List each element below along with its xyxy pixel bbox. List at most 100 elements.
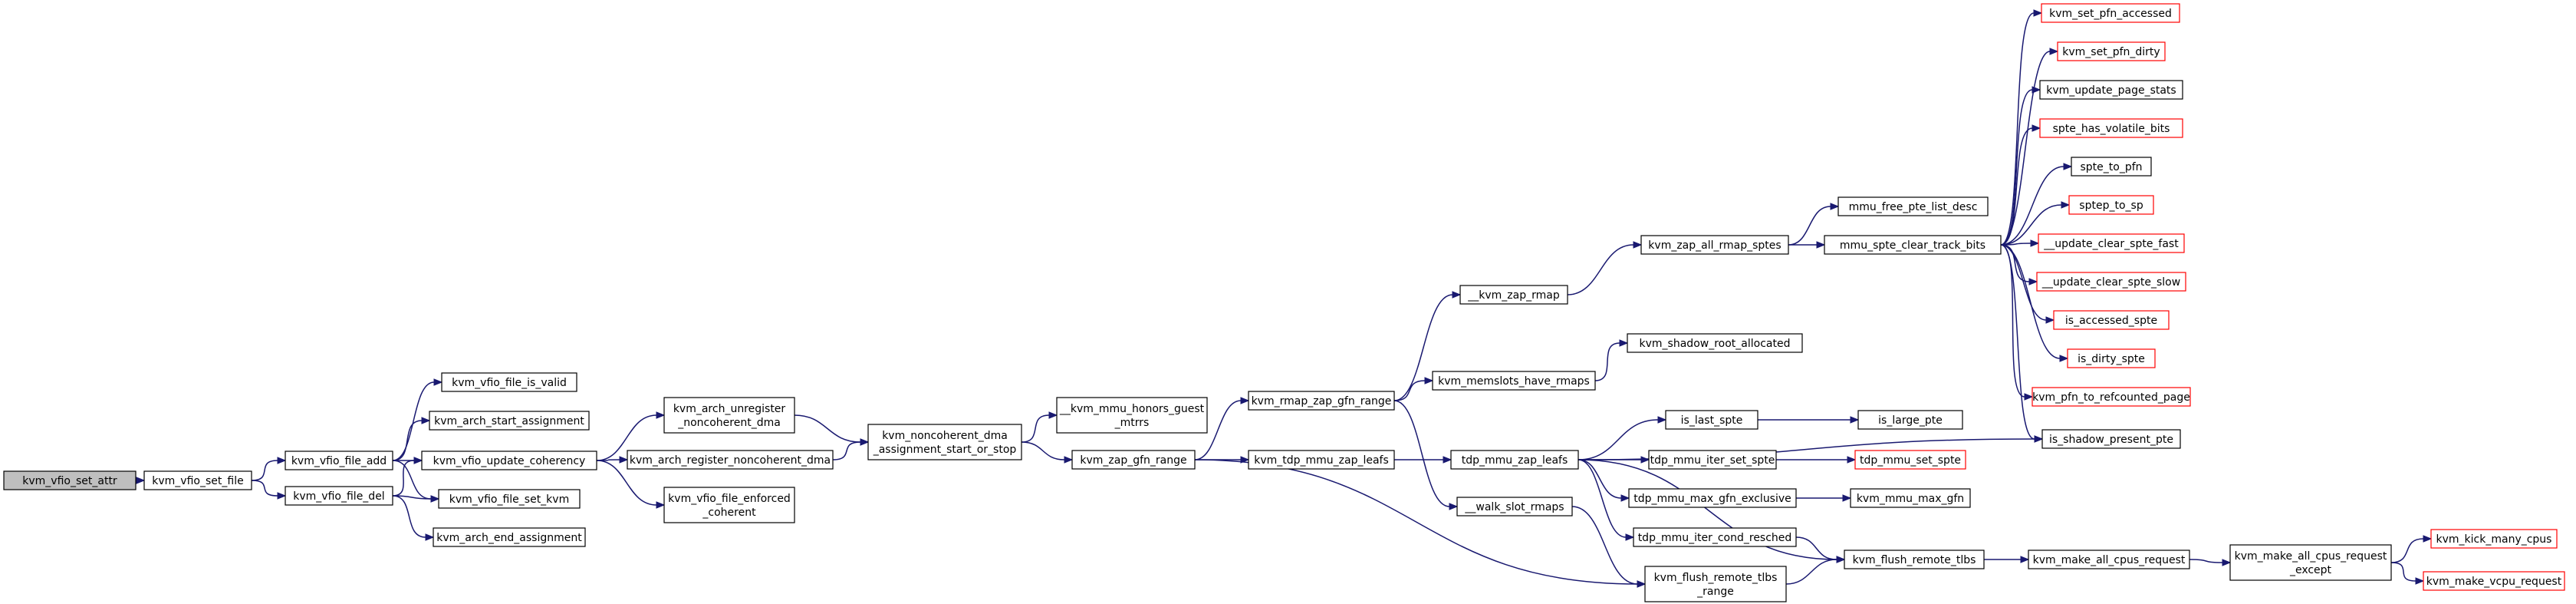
call-edge-make_all-to-make_all_exc (2189, 559, 2232, 566)
function-node-tdp_set[interactable]: tdp_mmu_set_spte (1854, 450, 1966, 470)
function-node-walk_slot[interactable]: __walk_slot_rmaps (1456, 497, 1573, 517)
call-edge-tdp_zap_leafs2-to-is_last (1578, 416, 1667, 460)
call-graph-nodes: kvm_vfio_set_attr kvm_vfio_set_file kvm_vf… (3, 3, 2565, 602)
function-node-start_assign[interactable]: kvm_arch_start_assignment (429, 411, 590, 431)
function-node-flush_tlbs[interactable]: kvm_flush_remote_tlbs (1844, 550, 1985, 569)
function-node-update_coh[interactable]: kvm_vfio_update_coherency (421, 451, 597, 470)
function-node-spte_pfn[interactable]: spte_to_pfn (2071, 157, 2152, 177)
function-node-cond_resched[interactable]: tdp_mmu_iter_cond_resched (1633, 527, 1797, 547)
call-edge-unreg_nc-to-nc_dma (794, 414, 870, 446)
function-node-honors[interactable]: __kvm_mmu_honors_guest_mtrrs (1056, 397, 1208, 434)
call-edge-flush_tlbs-to-make_all (1984, 556, 2030, 563)
function-node-free_pte[interactable]: mmu_free_pte_list_desc (1837, 196, 1989, 216)
function-node-make_all[interactable]: kvm_make_all_cpus_request (2028, 550, 2190, 569)
call-edge-set_file-to-file_add (251, 457, 287, 481)
function-node-label: kvm_vfio_file_enforced (668, 493, 791, 505)
function-node-max_gfn[interactable]: kvm_mmu_max_gfn (1850, 488, 1971, 508)
function-node-label: kvm_vfio_file_is_valid (452, 377, 567, 389)
call-graph-edges (129, 9, 2433, 588)
function-node-unreg_nc[interactable]: kvm_arch_unregister_noncoherent_dma (663, 397, 795, 434)
function-node-end_assign[interactable]: kvm_arch_end_assignment (433, 527, 586, 547)
function-node-file_del[interactable]: kvm_vfio_file_del (285, 486, 393, 506)
function-node-enforced[interactable]: kvm_vfio_file_enforced_coherent (663, 487, 795, 523)
function-node-pfn_accessed[interactable]: kvm_set_pfn_accessed (2041, 3, 2180, 23)
function-node-make_vcpu[interactable]: kvm_make_vcpu_request (2423, 571, 2565, 591)
call-edge-kvm_zap_rmap-to-zap_all_rmap (1567, 241, 1643, 295)
call-edge-update_coh-to-unreg_nc (596, 411, 666, 461)
call-edge-is_last-to-is_large (1758, 416, 1860, 424)
call-edge-make_all_exc-to-make_vcpu (2390, 562, 2425, 585)
function-node-file_add[interactable]: kvm_vfio_file_add (285, 451, 393, 470)
function-node-label: tdp_mmu_iter_set_spte (1650, 454, 1775, 467)
function-node-dirty[interactable]: is_dirty_spte (2067, 348, 2156, 368)
call-edge-max_gfn_excl-to-max_gfn (1796, 494, 1852, 502)
call-edge-clear_track-to-spte_pfn (2000, 163, 2073, 246)
call-edge-zap_all_rmap-to-clear_track (1788, 241, 1826, 249)
function-node-zap_all_rmap[interactable]: kvm_zap_all_rmap_sptes (1640, 235, 1789, 255)
function-node-iter_set[interactable]: tdp_mmu_iter_set_spte (1648, 450, 1777, 470)
function-node-label: __kvm_zap_rmap (1467, 289, 1560, 302)
function-node-label: kvm_vfio_file_set_kvm (449, 493, 569, 506)
function-node-label: mmu_free_pte_list_desc (1849, 201, 1978, 213)
function-node-label: __walk_slot_rmaps (1464, 501, 1564, 513)
function-node-label: __update_clear_spte_slow (2041, 276, 2180, 289)
function-node-label: kvm_pfn_to_refcounted_page (2032, 391, 2190, 404)
function-node-reg_nc[interactable]: kvm_arch_register_noncoherent_dma (627, 450, 834, 470)
function-node-set_kvm[interactable]: kvm_vfio_file_set_kvm (438, 489, 581, 509)
function-node-max_gfn_excl[interactable]: tdp_mmu_max_gfn_exclusive (1628, 488, 1797, 508)
function-node-is_last[interactable]: is_last_spte (1665, 410, 1758, 430)
function-node-pfn_dirty[interactable]: kvm_set_pfn_dirty (2057, 41, 2166, 61)
function-node-set_attr[interactable]: kvm_vfio_set_attr (3, 470, 137, 490)
call-edge-file_del-to-set_kvm (392, 495, 440, 503)
function-node-label: __kvm_mmu_honors_guest (1059, 403, 1205, 415)
function-node-kick_many[interactable]: kvm_kick_many_cpus (2430, 529, 2558, 549)
function-node-label: kvm_flush_remote_tlbs (1654, 572, 1778, 584)
function-node-label: kvm_vfio_update_coherency (433, 455, 586, 467)
call-edge-tdp_zap_leafs2-to-present (1578, 435, 2044, 460)
function-node-volatile[interactable]: spte_has_volatile_bits (2039, 118, 2183, 138)
call-edge-file_add-to-start_assign (392, 417, 431, 461)
function-node-label: kvm_update_page_stats (2046, 84, 2176, 97)
call-edge-tdp_zap_leafs-to-tdp_zap_leafs2 (1394, 456, 1452, 464)
function-node-refcounted[interactable]: kvm_pfn_to_refcounted_page (2032, 387, 2191, 407)
function-node-present[interactable]: is_shadow_present_pte (2041, 429, 2181, 449)
function-node-rmap_zap[interactable]: kvm_rmap_zap_gfn_range (1248, 391, 1395, 411)
function-node-zap_gfn[interactable]: kvm_zap_gfn_range (1071, 450, 1196, 470)
function-node-upd_fast[interactable]: __update_clear_spte_fast (2038, 233, 2185, 253)
call-edge-flush_range-to-flush_tlbs (1785, 556, 1846, 585)
call-edge-clear_track-to-volatile (2000, 124, 2041, 246)
function-node-label: tdp_mmu_iter_cond_resched (1638, 532, 1792, 544)
function-node-label: kvm_rmap_zap_gfn_range (1252, 395, 1392, 408)
function-node-label: kvm_noncoherent_dma (882, 430, 1008, 442)
function-node-have_rmaps[interactable]: kvm_memslots_have_rmaps (1432, 371, 1596, 391)
function-node-is_large[interactable]: is_large_pte (1857, 410, 1963, 430)
function-node-make_all_exc[interactable]: kvm_make_all_cpus_request_except (2229, 544, 2392, 581)
function-node-accessed[interactable]: is_accessed_spte (2053, 310, 2170, 330)
function-node-nc_dma[interactable]: kvm_noncoherent_dma _assignment_start_or_… (867, 424, 1022, 460)
function-node-label: kvm_make_all_cpus_request (2235, 550, 2387, 563)
function-node-tdp_zap_leafs2[interactable]: tdp_mmu_zap_leafs (1450, 450, 1579, 470)
function-node-label: kvm_make_vcpu_request (2426, 576, 2562, 588)
function-node-set_file[interactable]: kvm_vfio_set_file (143, 470, 252, 490)
call-edge-rmap_zap-to-walk_slot (1393, 400, 1459, 510)
function-node-is_valid[interactable]: kvm_vfio_file_is_valid (441, 372, 577, 392)
call-edge-clear_track-to-page_stats (2000, 86, 2041, 246)
call-edge-tdp_zap_leafs2-to-cond_resched (1578, 459, 1635, 541)
function-node-kvm_zap_rmap[interactable]: __kvm_zap_rmap (1459, 285, 1568, 305)
call-edge-make_all_exc-to-kick_many (2390, 535, 2433, 563)
function-node-label: kvm_flush_remote_tlbs (1853, 554, 1976, 566)
function-node-upd_slow[interactable]: __update_clear_spte_slow (2036, 272, 2186, 292)
call-edge-clear_track-to-dirty (2000, 244, 2069, 362)
function-node-label: is_shadow_present_pte (2049, 434, 2173, 446)
function-node-label: _assignment_start_or_stop (873, 444, 1017, 456)
call-edge-clear_track-to-upd_fast (2000, 239, 2040, 247)
function-node-label: _noncoherent_dma (677, 417, 781, 429)
function-node-shadow_root[interactable]: kvm_shadow_root_allocated (1627, 333, 1803, 353)
function-node-sptep_sp[interactable]: sptep_to_sp (2068, 195, 2154, 215)
function-node-label: kvm_memslots_have_rmaps (1438, 375, 1590, 388)
function-node-tdp_zap_leafs[interactable]: kvm_tdp_mmu_zap_leafs (1248, 450, 1395, 470)
function-node-flush_range[interactable]: kvm_flush_remote_tlbs_range (1644, 566, 1787, 602)
function-node-clear_track[interactable]: mmu_spte_clear_track_bits (1824, 235, 2002, 255)
function-node-label: tdp_mmu_max_gfn_exclusive (1633, 493, 1791, 505)
function-node-page_stats[interactable]: kvm_update_page_stats (2039, 80, 2183, 100)
